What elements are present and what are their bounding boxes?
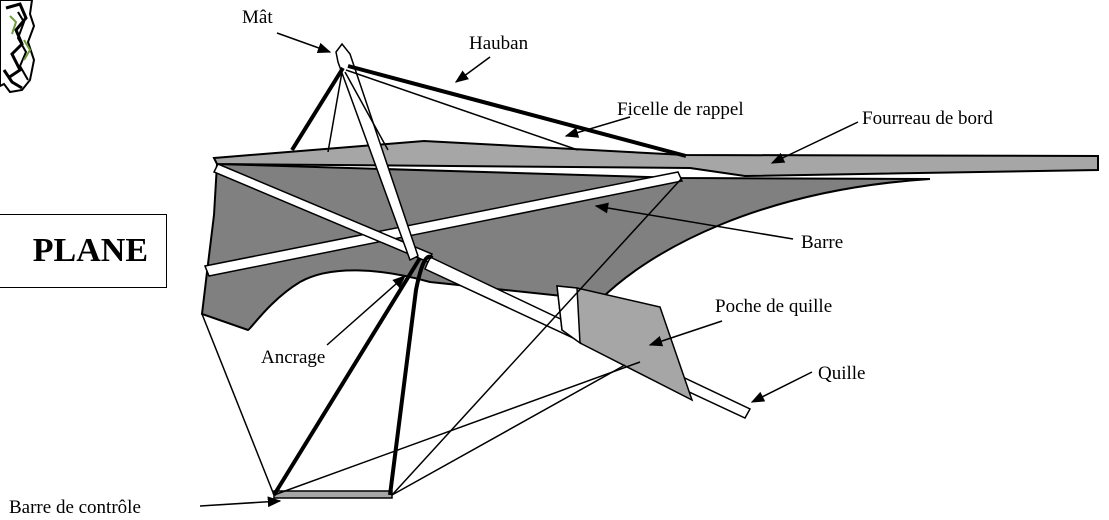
label-quille: Quille [818,363,866,384]
label-barre: Barre [801,232,843,253]
arrow-barre [594,202,794,240]
label-fourreau: Fourreau de bord [862,108,993,129]
control-upright-right [388,254,434,496]
crossbar [203,171,684,277]
arrow-controle [199,496,282,508]
arrow-hauban [454,56,491,83]
pointer-arrows [199,32,859,508]
hauban-wire [347,64,687,158]
label-ficelle: Ficelle de rappel [617,99,744,120]
arrow-mat [276,32,332,53]
keel-pocket-flap [556,285,581,345]
left-spar [212,163,434,263]
mast [335,42,419,262]
label-ancrage: Ancrage [261,347,325,368]
pilot-figure-icon [0,0,36,94]
arrow-quille [750,371,813,403]
leading-edge-sleeve [212,139,1099,178]
label-mat: Mât [242,7,273,28]
label-hauban: Hauban [469,33,529,54]
label-poche: Poche de quille [715,296,832,317]
arrow-poche [648,320,723,347]
thin-rigging-wires [201,69,683,496]
arrow-fourreau [770,121,859,164]
control-bar [273,490,393,499]
control-upright-left [272,256,422,497]
arrow-ficelle [564,116,631,138]
mast-wire-left-thick [290,66,345,152]
arrow-ancrage [326,275,407,346]
page-title: PLANE [32,232,148,269]
title-box: PLANE [0,214,167,288]
label-controle: Barre de contrôle [9,497,141,518]
